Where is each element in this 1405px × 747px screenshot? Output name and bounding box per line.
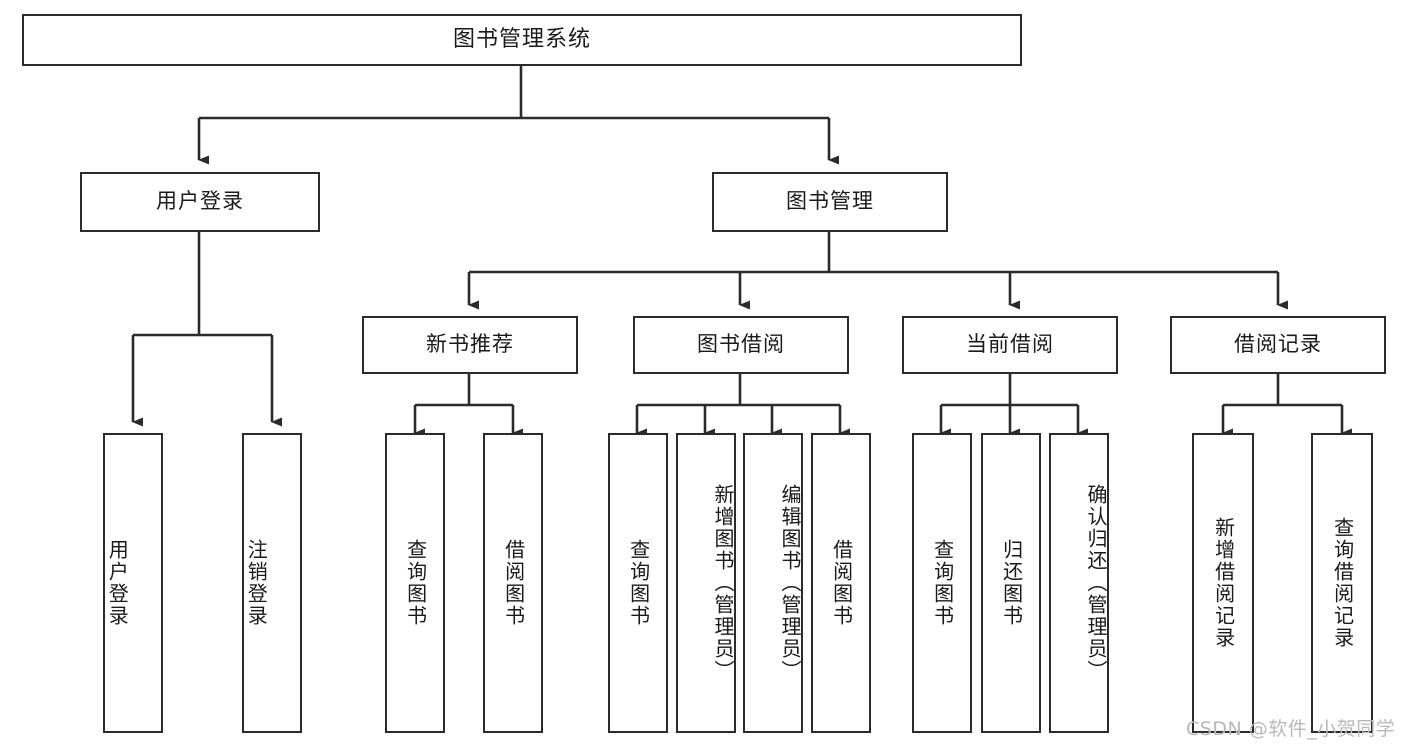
leaf-user-logout[interactable]: 注销登录	[242, 433, 302, 733]
leaf-borrow-book-1[interactable]: 借阅图书	[483, 433, 543, 733]
node-root[interactable]: 图书管理系统	[22, 14, 1022, 66]
leaf-edit-book[interactable]: 编辑图书（管理员）	[743, 433, 803, 733]
leaf-label: 新增借阅记录	[1211, 517, 1236, 649]
node-borrow-record[interactable]: 借阅记录	[1170, 316, 1386, 374]
leaf-add-book[interactable]: 新增图书（管理员）	[676, 433, 736, 733]
leaf-return-book[interactable]: 归还图书	[981, 433, 1041, 733]
leaf-confirm-return[interactable]: 确认归还（管理员）	[1049, 433, 1109, 733]
leaf-label: 归还图书	[999, 539, 1024, 627]
leaf-label: 查询借阅记录	[1330, 517, 1355, 649]
leaf-label: 用户登录	[105, 539, 130, 627]
leaf-label: 查询图书	[930, 539, 955, 627]
leaf-query-record[interactable]: 查询借阅记录	[1311, 433, 1373, 733]
leaf-label: 借阅图书	[829, 539, 854, 627]
leaf-label: 确认归还（管理员）	[1084, 484, 1108, 682]
node-current-borrow[interactable]: 当前借阅	[902, 316, 1118, 374]
node-book-manage[interactable]: 图书管理	[712, 172, 948, 232]
leaf-query-book-2[interactable]: 查询图书	[608, 433, 668, 733]
leaf-label: 借阅图书	[501, 539, 526, 627]
leaf-query-book-3[interactable]: 查询图书	[912, 433, 972, 733]
leaf-borrow-book-2[interactable]: 借阅图书	[811, 433, 871, 733]
node-book-borrow[interactable]: 图书借阅	[633, 316, 849, 374]
leaf-label: 查询图书	[626, 539, 651, 627]
leaf-user-login[interactable]: 用户登录	[103, 433, 163, 733]
node-user-login[interactable]: 用户登录	[80, 172, 320, 232]
leaf-query-book-1[interactable]: 查询图书	[385, 433, 445, 733]
leaf-label: 新增图书（管理员）	[711, 484, 735, 682]
leaf-add-record[interactable]: 新增借阅记录	[1192, 433, 1254, 733]
leaf-label: 查询图书	[403, 539, 428, 627]
leaf-label: 编辑图书（管理员）	[778, 484, 802, 682]
node-new-book-recommend[interactable]: 新书推荐	[362, 316, 578, 374]
leaf-label: 注销登录	[244, 539, 269, 627]
